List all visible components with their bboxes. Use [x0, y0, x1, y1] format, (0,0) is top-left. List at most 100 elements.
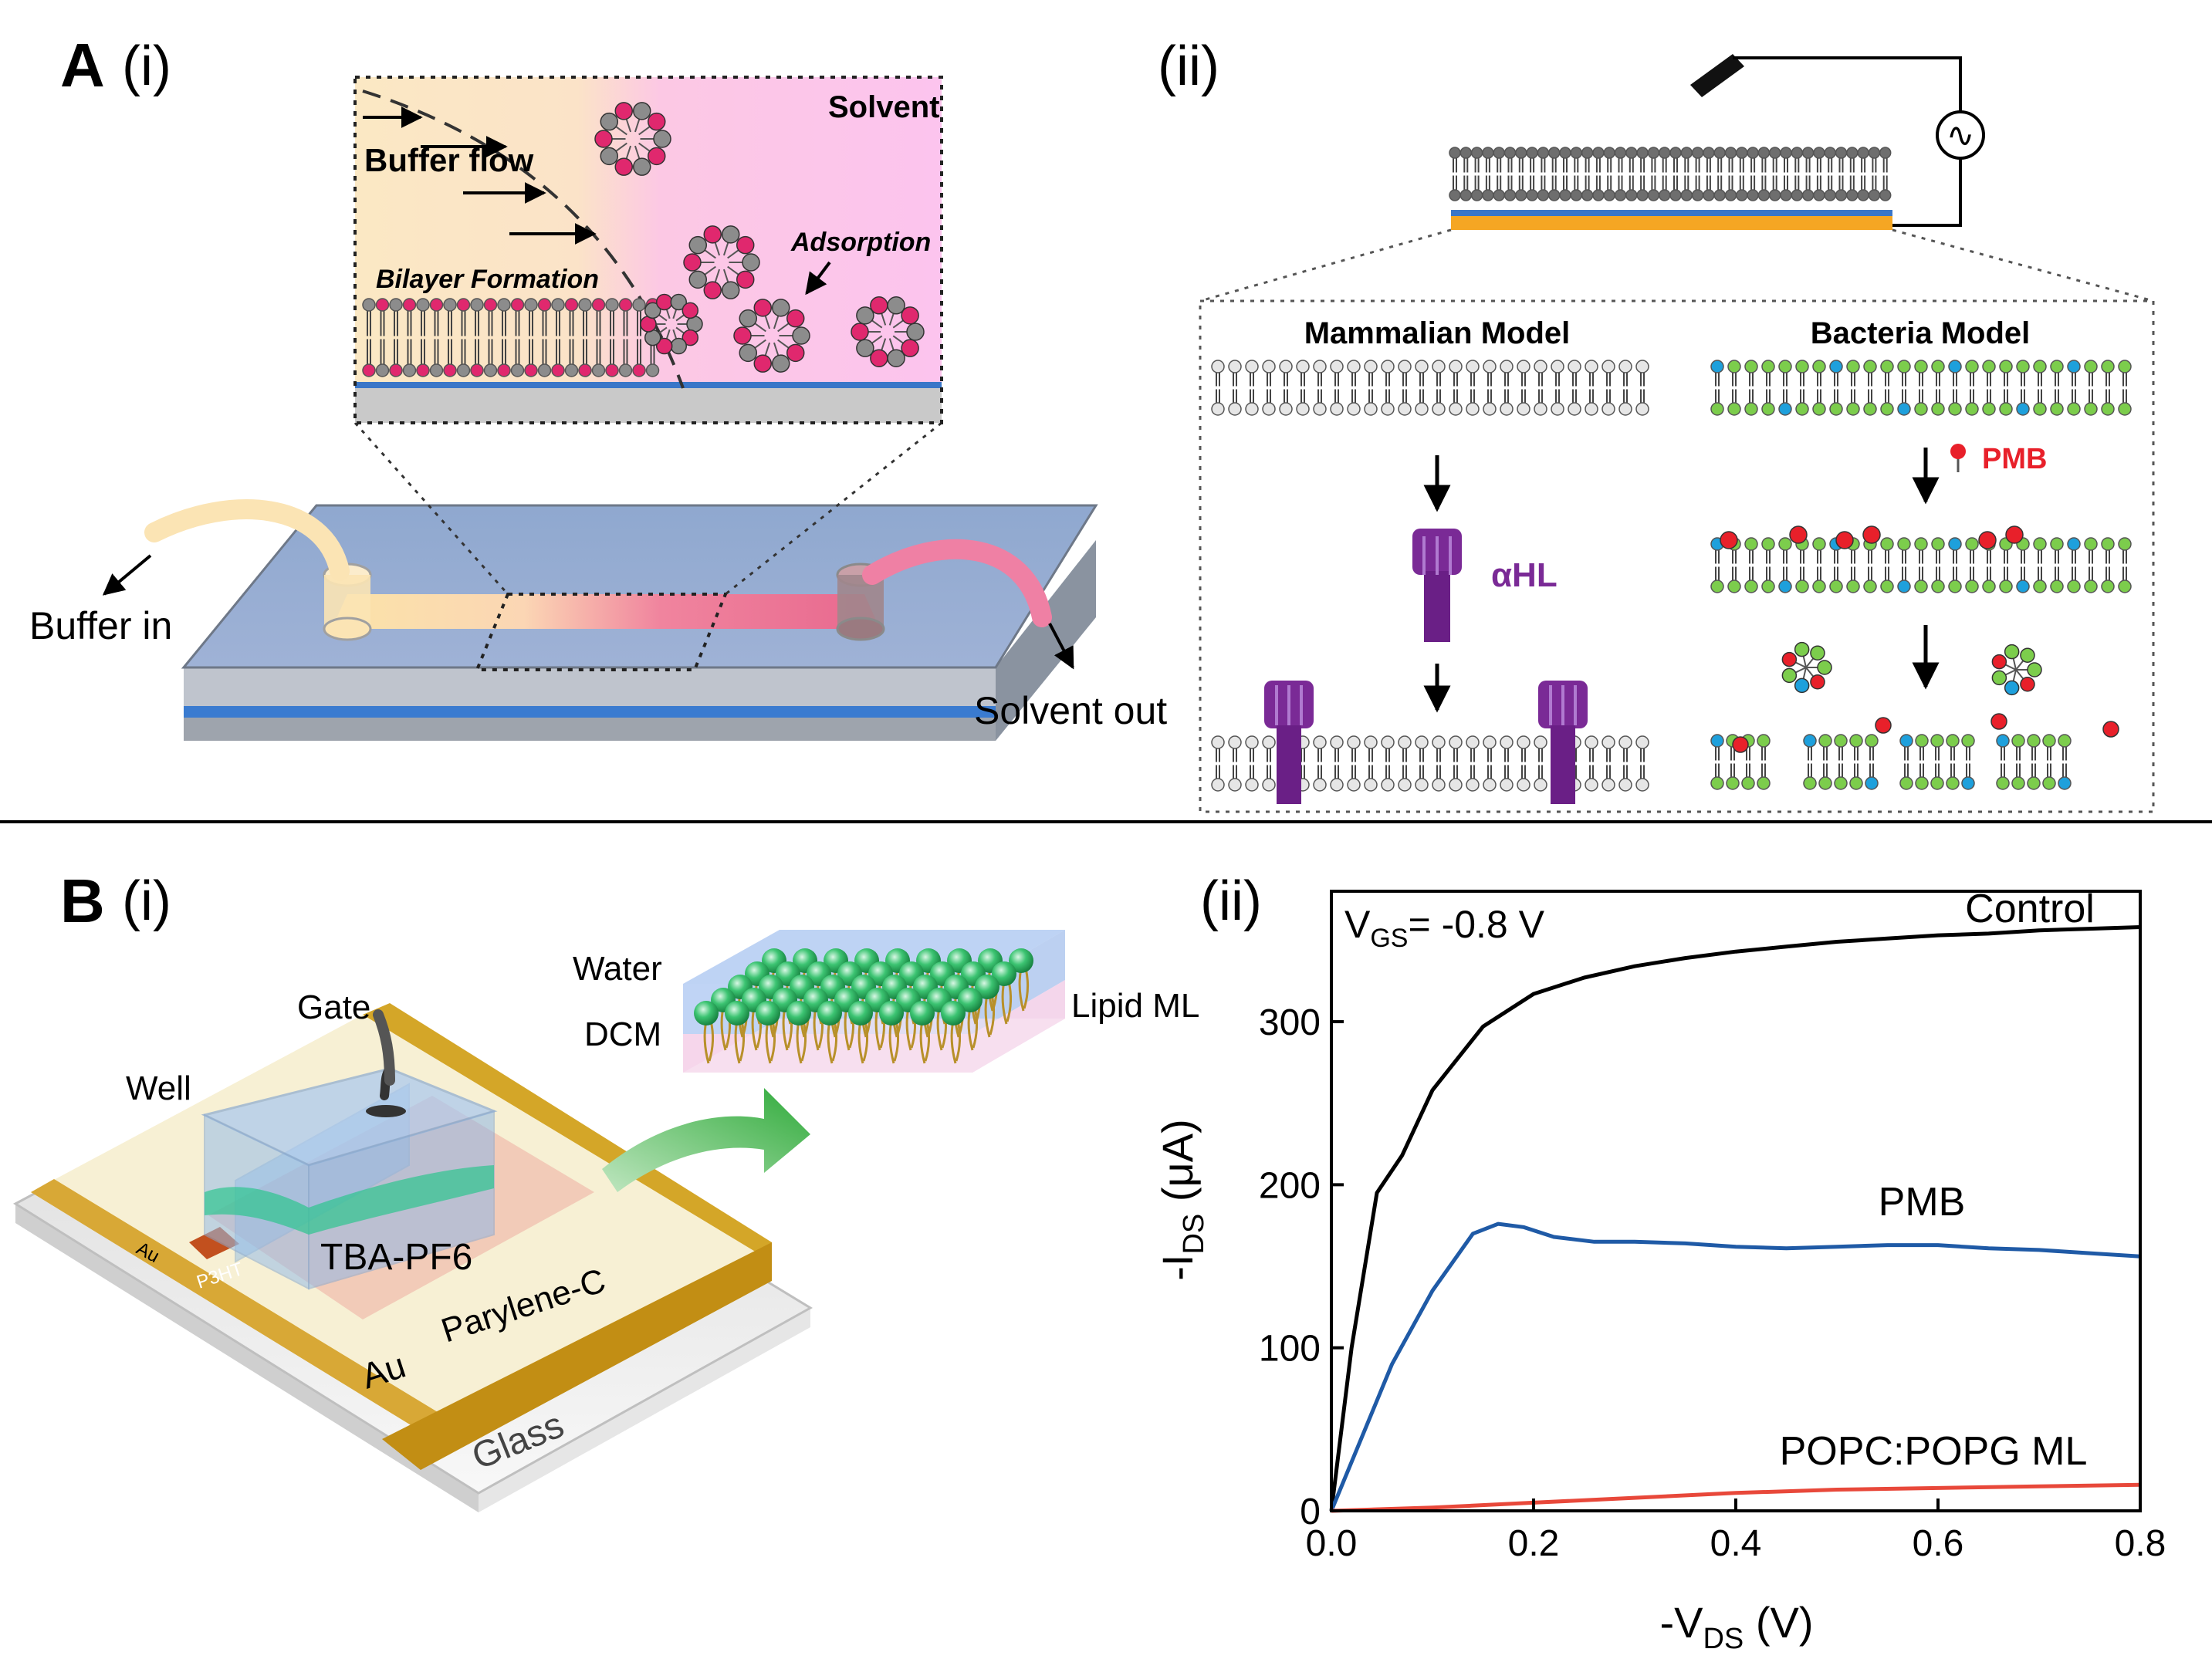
- pmb-molecule: [1875, 717, 1892, 734]
- lipid-sphere: [958, 988, 983, 1051]
- lipid-sphere: [910, 1001, 935, 1064]
- x-tick-label: 0.0: [1306, 1523, 1358, 1564]
- mammalian-model-label: Mammalian Model: [1304, 316, 1571, 350]
- x-tick-label: 0.6: [1913, 1523, 1964, 1564]
- series-label-pmb: PMB: [1879, 1180, 1966, 1225]
- micelle: [683, 225, 760, 299]
- y-tick-label: 200: [1259, 1165, 1321, 1206]
- bacteria-fragment: [1710, 734, 1771, 790]
- panel-b-sub-i: (i): [122, 870, 171, 932]
- alpha-hl-pore-icon: [1538, 681, 1588, 804]
- lipid-ml-label: Lipid ML: [1071, 987, 1199, 1025]
- mammalian-bilayer-top: [1211, 360, 1649, 416]
- micelle: [594, 102, 671, 176]
- lipid-sphere: [848, 1001, 873, 1064]
- zoom-arrow: [602, 1088, 810, 1192]
- micelle: [733, 299, 810, 373]
- mammalian-membranes: [1211, 360, 1649, 804]
- pmb-molecule: [2005, 525, 2024, 544]
- bacteria-bilayer-pmb: [1710, 537, 2132, 593]
- bilayer-formation-label: Bilayer Formation: [376, 265, 599, 294]
- pmb-molecule: [1978, 531, 1997, 549]
- lipid-sphere: [786, 1001, 811, 1064]
- panel-a-sub-ii: (ii): [1158, 35, 1219, 97]
- plot-frame: [1330, 890, 2142, 1512]
- alpha-hl-pore-icon: [1264, 681, 1314, 804]
- pmb-molecule: [1835, 531, 1854, 549]
- panel-b: B (i) (ii) Gate Well TBA-PF6 Parylene-C: [13, 867, 2166, 1655]
- control-curve: [1329, 925, 2141, 1512]
- bilayer-zoom-inset: [353, 76, 943, 424]
- lipid-monolayer-inset: [683, 930, 1065, 1073]
- panel-b-sub-ii: (ii): [1200, 870, 1262, 932]
- panel-a: A (i) (ii) Buffer in Solvent out: [29, 31, 2155, 813]
- ac-source-icon: [1936, 110, 1985, 160]
- water-label: Water: [573, 950, 662, 988]
- bacteria-fragment: [1803, 734, 1879, 790]
- alpha-hl-pore-icon: [1412, 529, 1462, 642]
- bacteria-fragment: [1899, 734, 1975, 790]
- dcm-label: DCM: [584, 1015, 661, 1053]
- lipid-sphere: [941, 1001, 966, 1064]
- pmb-molecule: [2102, 721, 2119, 738]
- lipid-sphere: [694, 1001, 719, 1064]
- micelle: [640, 293, 703, 355]
- x-tick-label: 0.8: [2115, 1523, 2166, 1564]
- lipid-sphere: [725, 1001, 749, 1064]
- well-label: Well: [126, 1069, 191, 1107]
- alpha-hl-label: αHL: [1491, 556, 1558, 594]
- electrode-circuit: ∿: [1449, 54, 1985, 230]
- panel-a-sub-i: (i): [122, 35, 171, 97]
- ac-source-symbol: ∿: [1946, 117, 1975, 154]
- gate-label: Gate: [297, 988, 370, 1026]
- y-tick-label: 100: [1259, 1329, 1321, 1370]
- popc-popg-curve: [1331, 1482, 2141, 1513]
- bacteria-fragment: [1996, 734, 2072, 790]
- mixed-micelle: [1991, 644, 2042, 696]
- microfluidic-chip: [144, 499, 1098, 741]
- buffer-in-label: Buffer in: [29, 604, 172, 647]
- x-tick-label: 0.2: [1508, 1523, 1560, 1564]
- vgs-annotation: VGS= -0.8 V: [1344, 903, 1545, 953]
- bacteria-model-label: Bacteria Model: [1811, 316, 2031, 350]
- membrane-models-box: [1199, 299, 2155, 813]
- pmb-icon: [1950, 444, 1966, 472]
- y-tick-label: 0: [1300, 1492, 1321, 1532]
- x-axis-label: -VDS (V): [1659, 1598, 1813, 1655]
- gate-electrode: [373, 1009, 395, 1086]
- micelle: [851, 296, 925, 367]
- lipid-sphere: [879, 1001, 904, 1064]
- adsorption-label: Adsorption: [790, 228, 931, 257]
- electrode-bilayer: [1449, 147, 1892, 201]
- pmb-molecule: [1862, 525, 1881, 544]
- y-tick-label: 300: [1259, 1002, 1321, 1043]
- solvent-label: Solvent: [828, 90, 939, 124]
- oect-device: [13, 1003, 813, 1512]
- bacteria-membranes: [1710, 360, 2132, 790]
- pmb-curve: [1329, 1221, 2141, 1512]
- pmb-molecule: [1990, 713, 2007, 730]
- inset-bilayer: [362, 298, 660, 377]
- solvent-out-label: Solvent out: [974, 689, 1167, 732]
- x-tick-label: 0.4: [1710, 1523, 1762, 1564]
- lipid-sphere: [817, 1001, 842, 1064]
- panel-b-letter: B: [60, 867, 105, 935]
- y-axis-label: -IDS (μA): [1153, 1119, 1210, 1281]
- lipid-sphere: [975, 975, 999, 1038]
- mixed-micelle: [1781, 641, 1832, 694]
- series-label-control: Control: [1965, 887, 2095, 931]
- bacteria-bilayer-top: [1710, 360, 2132, 416]
- pmb-label: PMB: [1982, 443, 2047, 475]
- lipid-sphere: [756, 1001, 780, 1064]
- panel-a-letter: A: [60, 31, 105, 100]
- pmb-molecule: [1732, 736, 1749, 753]
- lipid-sphere: [992, 961, 1016, 1025]
- pmb-molecule: [1789, 525, 1808, 544]
- lipid-sphere: [1009, 948, 1033, 1012]
- tba-pf6-label: TBA-PF6: [320, 1237, 472, 1278]
- mammalian-bilayer-bottom: [1211, 735, 1649, 792]
- iv-chart: 0.0 0.2 0.4 0.6 0.8 0 100 200 300 VGS= -0.8 V -V…: [1153, 887, 2166, 1655]
- series-label-popc: POPC:POPG ML: [1780, 1429, 2088, 1474]
- buffer-flow-label: Buffer flow: [364, 142, 534, 178]
